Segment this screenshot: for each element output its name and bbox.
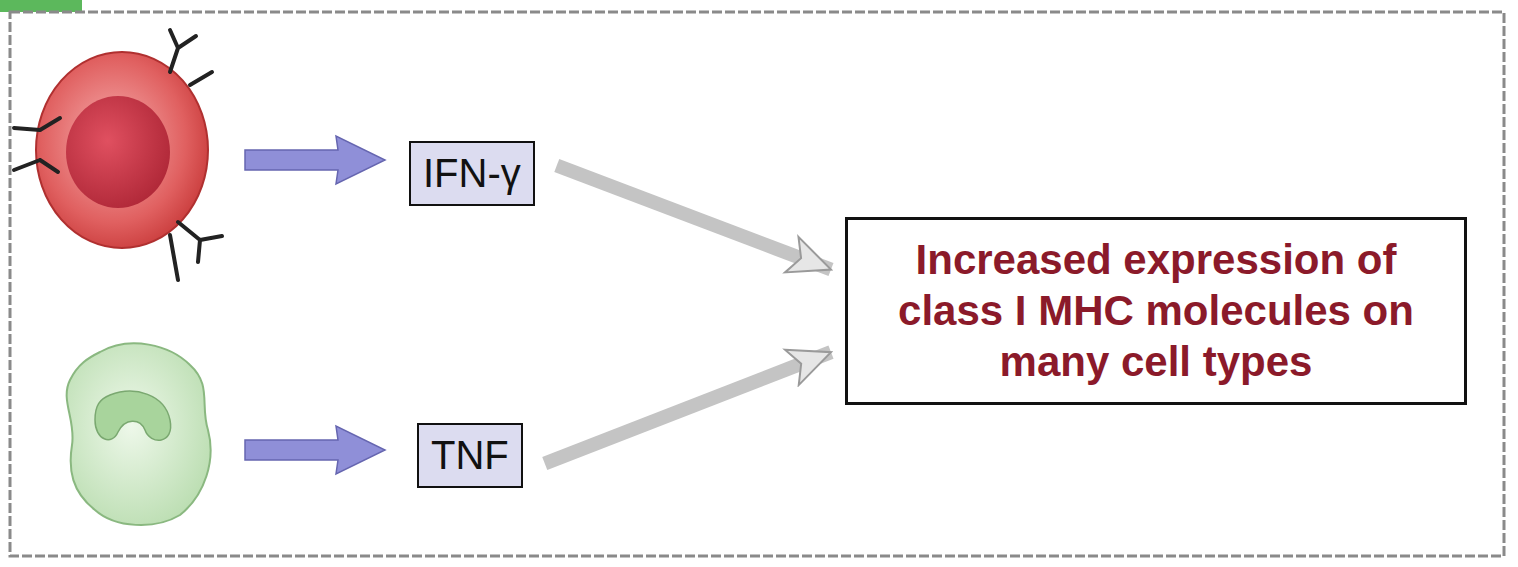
macrophage [67,343,211,525]
node-label: Increased expression of class I MHC mole… [868,234,1444,388]
secretion-arrow [245,426,385,474]
node-label: TNF [431,433,509,478]
lymphocyte [14,30,222,280]
corner-tab [0,0,82,12]
effect-arrow [545,352,831,463]
secretion-arrow [245,136,385,184]
cytokine-box: IFN-γ [409,141,535,206]
effect-box: Increased expression of class I MHC mole… [845,217,1467,405]
frame [10,12,1504,556]
node-label: IFN-γ [423,151,521,196]
effect-arrow [557,166,831,270]
cytokine-box: TNF [417,423,523,488]
